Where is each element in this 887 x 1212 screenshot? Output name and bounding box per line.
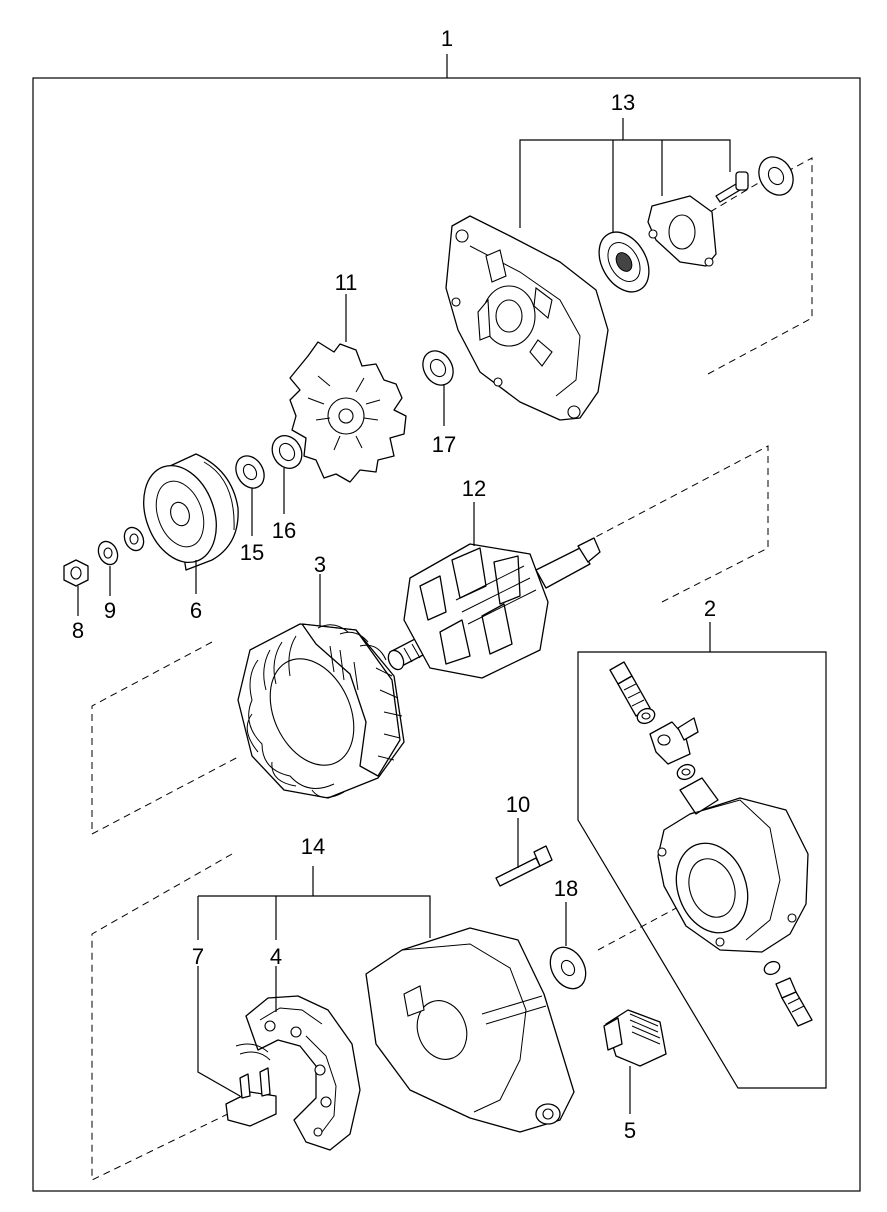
- washer: [123, 526, 145, 552]
- callout-2: 2: [704, 596, 716, 621]
- rear-housing-assembly: [445, 118, 794, 421]
- bushing: [649, 717, 699, 765]
- through-bolt: [495, 845, 553, 887]
- bolt-washer: [636, 707, 656, 725]
- rear-cover: [365, 927, 575, 1133]
- rectifier: [235, 995, 361, 1151]
- spacer-17: [422, 350, 454, 386]
- callout-3: 3: [314, 552, 326, 577]
- callout-1: 1: [441, 26, 453, 51]
- stator: [237, 623, 405, 799]
- callout-9: 9: [104, 598, 116, 623]
- mounting-bolt: [609, 661, 651, 717]
- callout-10: 10: [506, 792, 530, 817]
- axis-line-bottom: [91, 853, 237, 1181]
- callout-4: 4: [270, 944, 282, 969]
- callout-12: 12: [462, 476, 486, 501]
- lock-washer: [97, 540, 119, 566]
- axis-line-middle: [589, 445, 769, 603]
- spacer-16: [271, 435, 303, 469]
- bushing-washer: [676, 763, 696, 781]
- callout-7: 7: [192, 944, 204, 969]
- pulley: [143, 453, 239, 571]
- insulator-washer: [549, 946, 587, 990]
- rotor: [387, 537, 601, 679]
- callout-13: 13: [611, 90, 635, 115]
- nut: [63, 559, 89, 587]
- spacer-15: [235, 455, 265, 489]
- lower-bolt: [763, 960, 813, 1027]
- callout-18: 18: [554, 876, 578, 901]
- callout-11: 11: [335, 270, 358, 295]
- cooling-fan: [289, 341, 407, 483]
- callout-5: 5: [624, 1118, 636, 1143]
- brush-holder: [603, 1009, 667, 1067]
- callout-15: 15: [240, 540, 264, 565]
- callout-8: 8: [72, 618, 84, 643]
- callout-14: 14: [301, 834, 325, 859]
- callout-16: 16: [272, 518, 296, 543]
- callout-6: 6: [190, 598, 202, 623]
- callout-17: 17: [432, 432, 456, 457]
- axis-line-left: [91, 641, 241, 835]
- axis-line-rear: [707, 157, 813, 375]
- regulator: [225, 1067, 277, 1127]
- front-housing: [657, 777, 809, 953]
